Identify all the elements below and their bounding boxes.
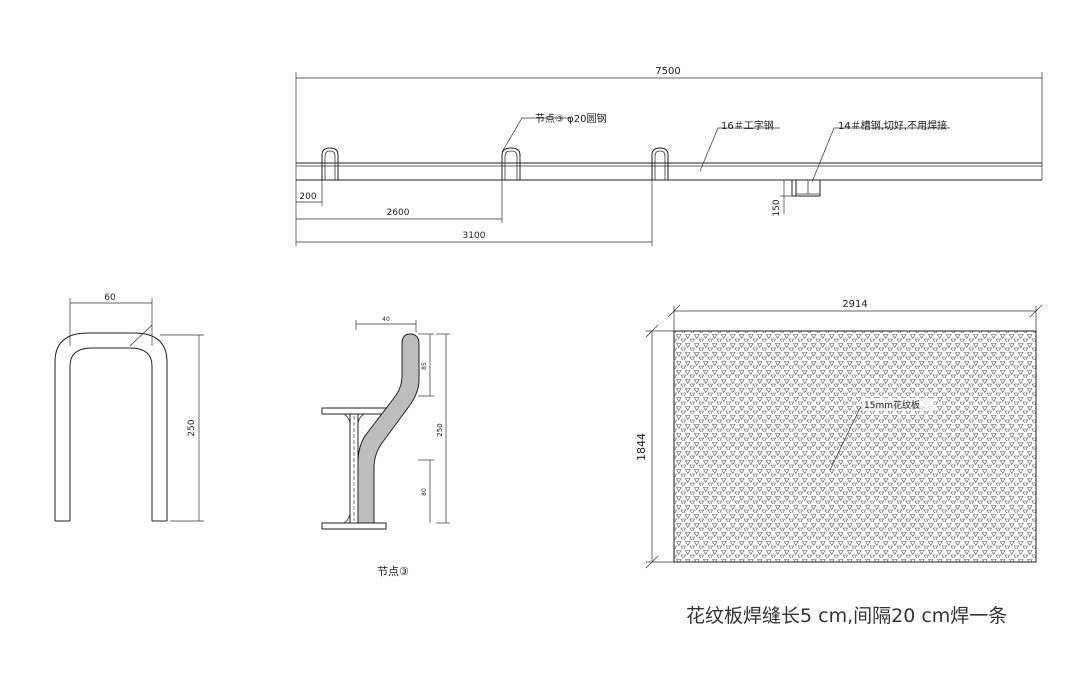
dim-tick-2914-left bbox=[667, 304, 681, 318]
node-3-detail: 40 85 250 80 节点③ bbox=[321, 316, 450, 578]
dim-text-7500: 7500 bbox=[655, 66, 680, 77]
dim-text-150: 150 bbox=[772, 199, 782, 216]
bent-round-bar bbox=[357, 333, 420, 524]
u-bar-outer bbox=[54, 332, 168, 521]
label-ibeam: 16＃工字钢 bbox=[721, 119, 774, 132]
welding-note: 花纹板焊缝长5 cm,间隔20 cm焊一条 bbox=[686, 605, 1007, 627]
ibeam-bottom-flange bbox=[321, 522, 387, 530]
ibeam-top-flange bbox=[321, 407, 387, 415]
leader-plate bbox=[829, 407, 861, 471]
dim-text-250-node: 250 bbox=[436, 423, 444, 436]
u-bar-inner bbox=[69, 347, 153, 521]
dim-text-85: 85 bbox=[421, 362, 428, 370]
dim-text-1844: 1844 bbox=[635, 433, 648, 461]
checker-plate: 2914 1844 15mm花纹板 bbox=[635, 299, 1043, 569]
dim-tick-2914-right bbox=[1029, 304, 1043, 318]
elevation-view: 7500 150 节点③ φ bbox=[295, 66, 1043, 246]
plate-label-bg bbox=[862, 398, 934, 411]
ibeam-fillets bbox=[343, 413, 365, 524]
dim-tick-1844-top bbox=[645, 324, 659, 338]
dim-text-80: 80 bbox=[421, 488, 428, 496]
leader-channel bbox=[811, 127, 950, 183]
leader-node bbox=[501, 117, 570, 153]
dim-text-2914: 2914 bbox=[842, 299, 867, 310]
dim-text-3100: 3100 bbox=[463, 231, 486, 241]
channel-steel bbox=[791, 180, 821, 197]
dim-text-40: 40 bbox=[382, 316, 390, 323]
u-bar-1 bbox=[321, 147, 339, 180]
u-bar-3 bbox=[651, 147, 669, 180]
dim-text-60: 60 bbox=[104, 293, 116, 303]
dim-text-2600: 2600 bbox=[387, 208, 410, 218]
u-bar-2 bbox=[501, 147, 521, 180]
plate-outline bbox=[673, 330, 1037, 563]
plate-label: 15mm花纹板 bbox=[864, 399, 920, 411]
node-3-caption: 节点③ bbox=[377, 565, 409, 578]
dim-text-250-left: 250 bbox=[187, 419, 197, 436]
dim-tick-1844-bottom bbox=[645, 555, 659, 569]
u-bar-detail: 60 250 bbox=[54, 293, 204, 522]
dim-text-200: 200 bbox=[299, 192, 316, 202]
leader-ibeam bbox=[699, 127, 780, 172]
label-node-round-bar: 节点③ φ20圆钢 bbox=[535, 112, 606, 125]
dim-leader-60 bbox=[129, 324, 153, 347]
label-channel: 14＃槽钢,切好,不用焊接 bbox=[838, 119, 947, 132]
